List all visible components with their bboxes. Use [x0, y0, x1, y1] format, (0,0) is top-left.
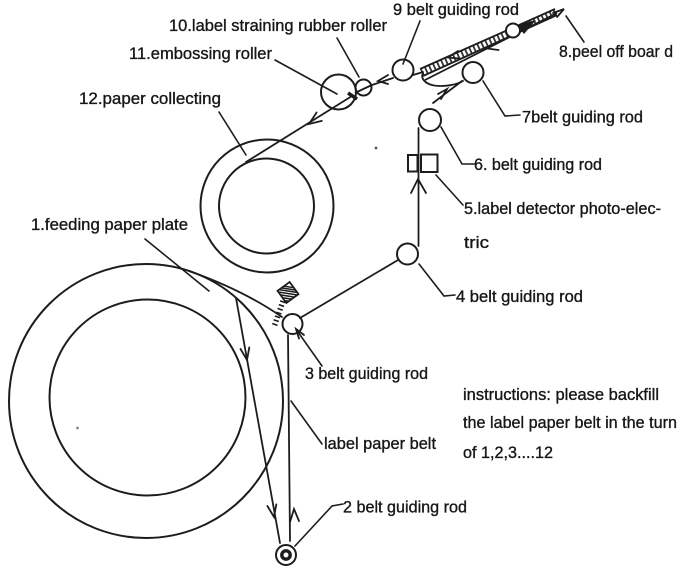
svg-text:the label paper belt in the tu: the label paper belt in the turn [463, 414, 677, 432]
svg-text:of 1,2,3....12: of 1,2,3....12 [463, 444, 553, 462]
svg-text:12.paper collecting: 12.paper collecting [79, 90, 221, 108]
svg-text:10.label straining rubber roll: 10.label straining rubber roller [169, 17, 387, 35]
svg-text:label paper belt: label paper belt [324, 435, 436, 453]
svg-text:4 belt guiding rod: 4 belt guiding rod [456, 288, 583, 306]
svg-text:6. belt guiding rod: 6. belt guiding rod [474, 156, 602, 174]
svg-text:instructions: please backfill: instructions: please backfill [463, 386, 659, 404]
svg-text:1.feeding paper plate: 1.feeding paper plate [31, 216, 188, 234]
svg-text:5.label detector photo-elec-: 5.label detector photo-elec- [464, 200, 661, 218]
svg-text:3 belt guiding rod: 3 belt guiding rod [305, 365, 428, 383]
svg-text:tric: tric [464, 234, 489, 252]
svg-text:2 belt guiding rod: 2 belt guiding rod [343, 499, 467, 517]
svg-text:11.embossing roller: 11.embossing roller [129, 45, 273, 63]
svg-text:7belt guiding rod: 7belt guiding rod [522, 109, 643, 127]
svg-text:8.peel off boar d: 8.peel off boar d [559, 43, 673, 61]
svg-text:9 belt guiding rod: 9 belt guiding rod [393, 1, 519, 19]
